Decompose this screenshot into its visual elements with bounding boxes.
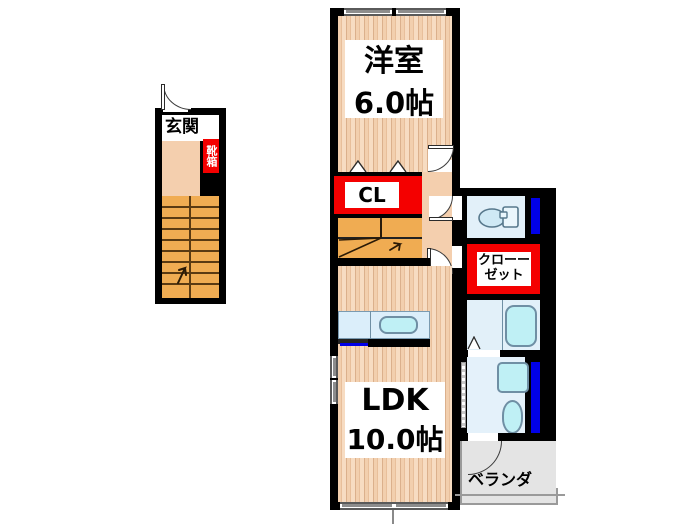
stair-center-stringer xyxy=(189,196,191,298)
bath-partition-line xyxy=(502,300,503,350)
shoe-cabinet-label: 靴箱 xyxy=(205,145,218,167)
ldk-name: LDK xyxy=(361,382,429,418)
bath-door-opening xyxy=(468,350,500,357)
genkan-floor xyxy=(162,141,200,196)
ldk-label-block: LDK 10.0帖 xyxy=(345,382,445,458)
yoshitsu-window-right-glass xyxy=(398,10,444,13)
veranda-rail-line xyxy=(392,510,394,524)
washroom-window xyxy=(531,362,540,434)
stair-direction-arrow xyxy=(172,258,194,284)
entrance-door-leaf xyxy=(161,84,165,110)
yoshitsu-door-leaf xyxy=(428,145,454,149)
washbasin xyxy=(502,400,523,434)
landing-winder-lines xyxy=(338,218,422,258)
ldk-window-left-lower-glass xyxy=(333,382,336,402)
ldk-sliding-door-right-glass xyxy=(396,504,446,507)
yoshitsu-size: 6.0帖 xyxy=(353,86,435,120)
entrance-door-opening xyxy=(163,104,188,112)
veranda-label: ベランダ xyxy=(468,469,533,489)
ldk-size: 10.0帖 xyxy=(346,422,444,456)
cl-opening-marker-left xyxy=(349,160,367,172)
bedroom-closet-label-line1: クローー xyxy=(477,253,530,269)
ldk-partition-wall xyxy=(330,258,430,266)
cl-closet-label-chip: CL xyxy=(345,182,399,208)
bathtub xyxy=(505,305,537,347)
cl-opening-marker-right xyxy=(389,160,407,172)
yoshitsu-label-block: 洋室 6.0帖 xyxy=(345,40,443,120)
toilet-window xyxy=(531,198,540,234)
wall-gap-filler-top xyxy=(556,188,562,488)
stove-cooktop xyxy=(379,316,418,334)
kitchen-counter-divider xyxy=(370,311,371,339)
washroom-bottom-wall xyxy=(460,433,540,441)
genkan-upper-band xyxy=(162,115,219,141)
yoshitsu-name: 洋室 xyxy=(364,44,424,79)
kitchen-sink-drain-strip xyxy=(340,343,368,346)
washroom-door-leaf xyxy=(429,217,453,221)
kitchen-side-wall xyxy=(368,339,430,347)
bath-washroom-partition xyxy=(460,350,540,357)
ldk-window-left-upper-glass xyxy=(333,358,336,376)
washroom-door-opening xyxy=(452,196,462,220)
veranda-outer-rail xyxy=(455,494,565,496)
washing-machine-pan xyxy=(497,362,529,393)
genkan-label: 玄関 xyxy=(165,117,199,138)
yoshitsu-window-left-glass xyxy=(346,10,390,13)
bedroom-closet-label-chip: クローー ゼット xyxy=(477,252,531,286)
bathroom-door-marker xyxy=(467,336,481,350)
cl-closet-label: CL xyxy=(358,182,386,207)
ldk-sliding-door-left-glass xyxy=(342,504,392,507)
bedroom-closet-label-line2: ゼット xyxy=(484,268,524,283)
washroom-entry-markers xyxy=(461,362,466,428)
veranda-door-opening xyxy=(468,433,498,441)
toilet-door-opening xyxy=(452,246,462,268)
toilet-fixture xyxy=(478,203,520,231)
shoe-cabinet xyxy=(203,139,219,173)
